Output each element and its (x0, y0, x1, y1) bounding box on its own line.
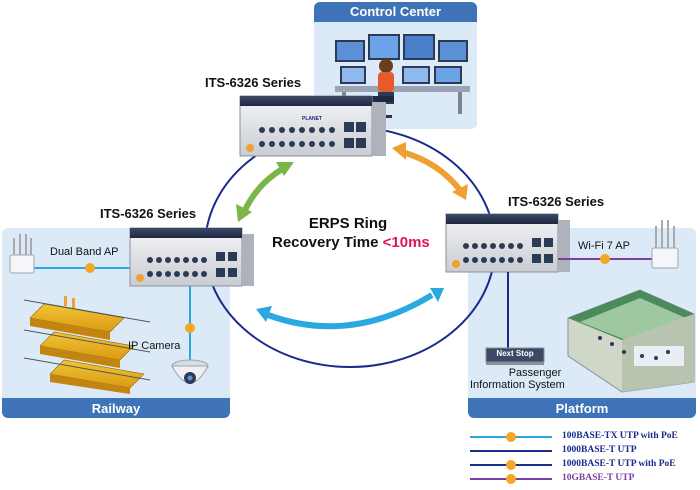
recovery-label: Recovery Time (272, 234, 379, 251)
ip-camera-label: IP Camera (128, 340, 181, 352)
pis-label-1: Passenger (508, 367, 562, 379)
pis-sign-text: Next Stop (496, 349, 534, 358)
control-room-illustration (335, 34, 470, 118)
ring-recovery: Recovery Time <10ms (272, 234, 430, 251)
dual-band-ap-device (9, 234, 35, 274)
legend-item-4: 10GBASE-T UTP (562, 473, 635, 483)
dual-band-ap-label: Dual Band AP (50, 246, 119, 258)
recovery-value: <10ms (382, 234, 430, 251)
switch-label-top: ITS-6326 Series (205, 75, 302, 90)
wifi7-ap-device (651, 220, 679, 269)
railway-title: Railway (91, 401, 141, 416)
control-center-title: Control Center (350, 4, 441, 19)
switch-label-left: ITS-6326 Series (100, 206, 197, 221)
legend-item-1: 100BASE-TX UTP with PoE (562, 431, 678, 441)
ring-title: ERPS Ring (308, 215, 388, 232)
pis-sign (485, 347, 545, 365)
pis-label-2: Information System (470, 379, 565, 391)
trains-illustration (23, 296, 151, 394)
poe-badge (85, 263, 95, 273)
poe-badge (185, 323, 195, 333)
switch-right (445, 213, 570, 273)
tenG-badge (600, 254, 610, 264)
recovery-arrow-blue (256, 288, 444, 330)
recovery-arrow-green (236, 162, 294, 222)
switch-brand: PLANET (302, 116, 322, 122)
legend-item-3: 1000BASE-T UTP with PoE (562, 459, 676, 469)
platform-title: Platform (555, 401, 609, 416)
switch-label-right: ITS-6326 Series (508, 194, 605, 209)
legend (470, 432, 552, 484)
switch-top: PLANET (239, 95, 386, 157)
recovery-arrow-orange (392, 142, 468, 200)
ip-camera-device (171, 359, 209, 384)
switch-left (129, 227, 254, 287)
wifi7-ap-label: Wi-Fi 7 AP (578, 240, 630, 252)
station-illustration (567, 289, 695, 393)
legend-item-2: 1000BASE-T UTP (562, 445, 637, 455)
